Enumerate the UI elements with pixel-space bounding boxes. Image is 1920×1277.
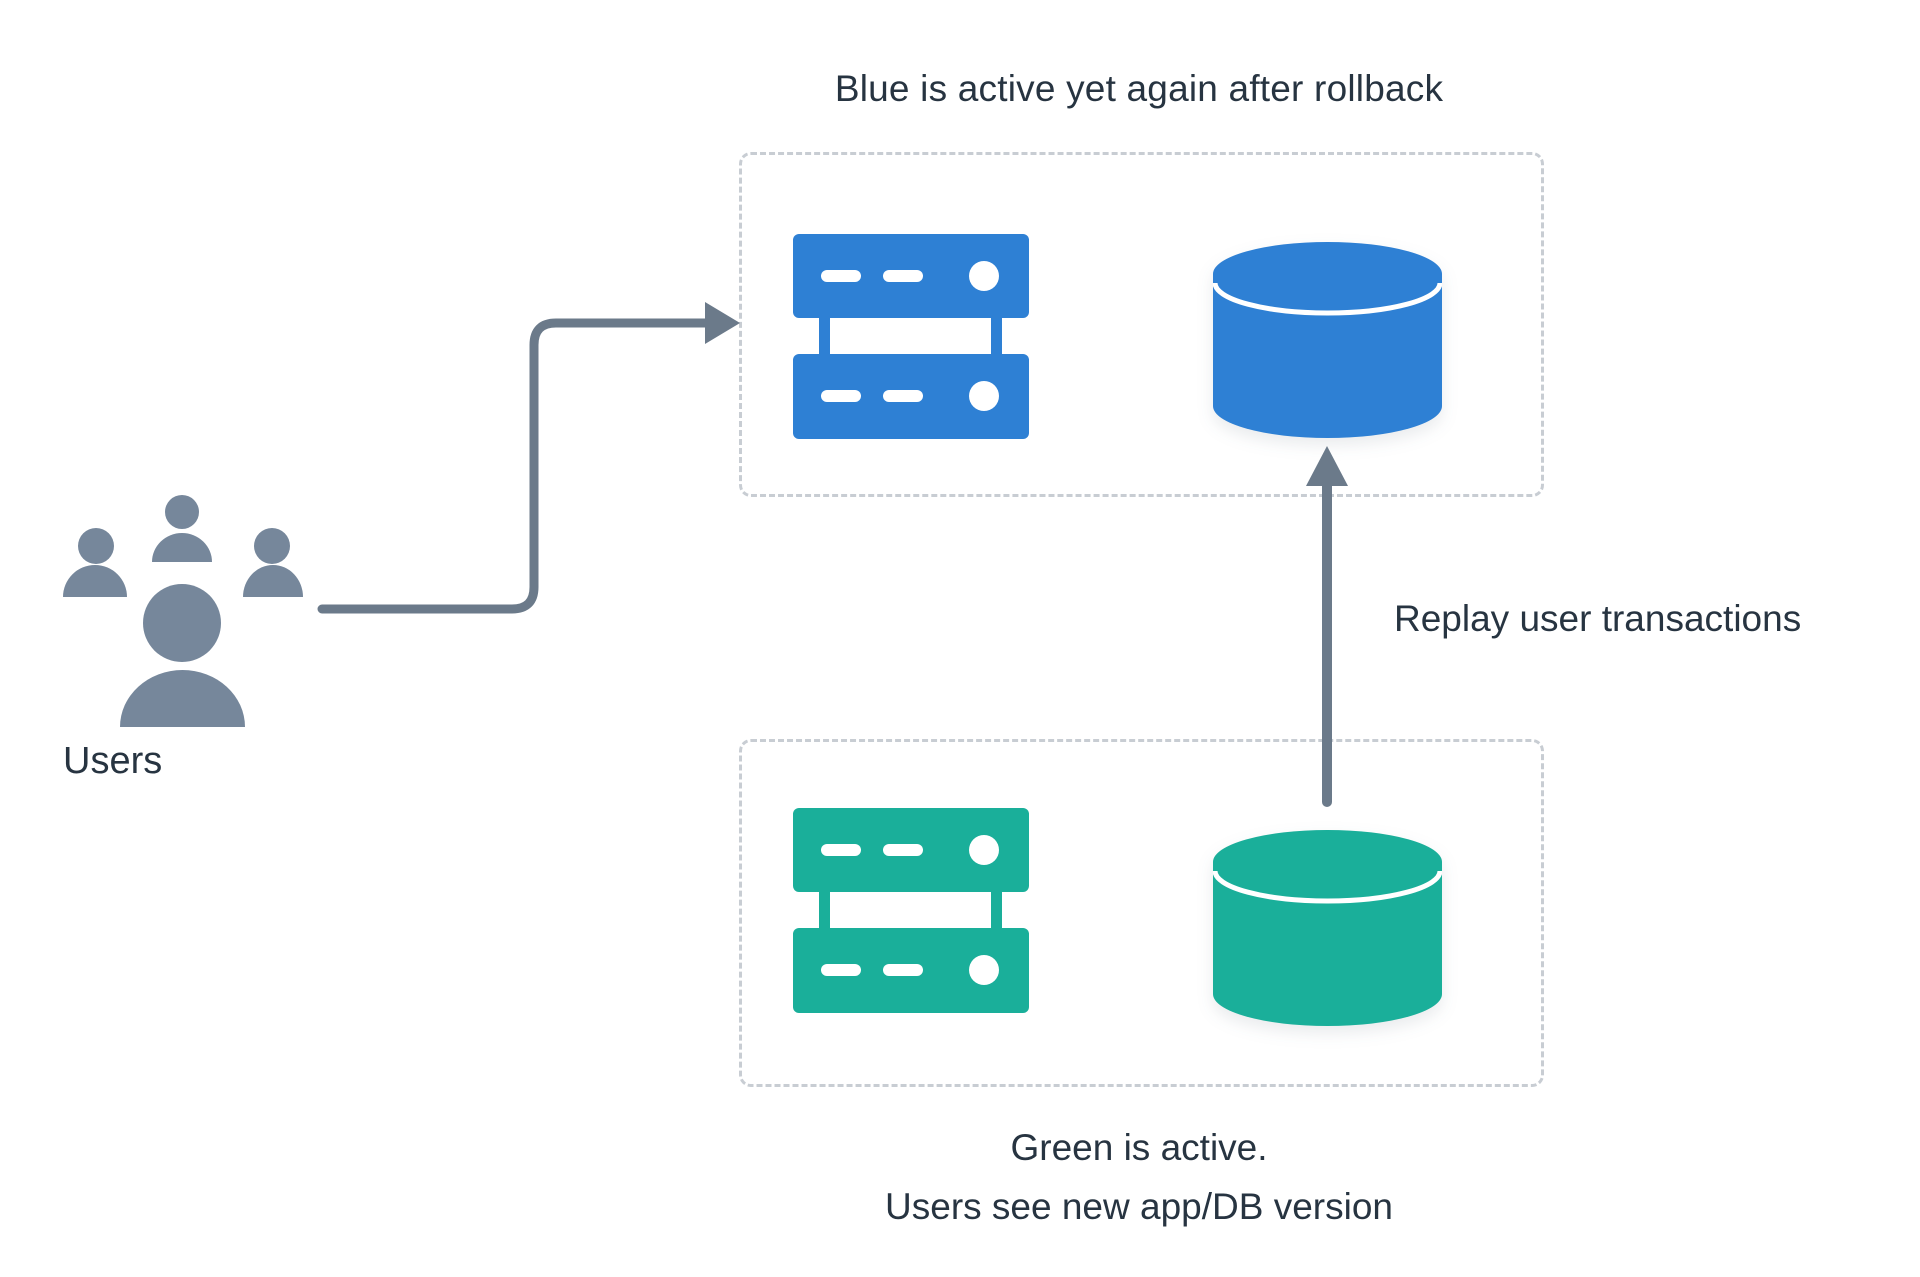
- blue-environment-title: Blue is active yet again after rollback: [834, 68, 1444, 109]
- blue-environment-box: [739, 152, 1544, 497]
- blue-database-icon: [1213, 242, 1442, 438]
- users-label: Users: [63, 740, 163, 782]
- green-server-stack-icon: [793, 808, 1029, 1013]
- green-database-icon: [1213, 830, 1442, 1026]
- replay-transactions-label: Replay user transactions: [1394, 598, 1802, 639]
- green-caption-line1: Green is active.: [1010, 1127, 1268, 1168]
- green-environment-caption: Green is active. Users see new app/DB ve…: [639, 1118, 1639, 1236]
- green-caption-line2: Users see new app/DB version: [885, 1186, 1393, 1227]
- users-to-blue-arrow: [317, 318, 713, 614]
- green-environment-box: [739, 739, 1544, 1087]
- users-to-blue-arrowhead: [705, 302, 740, 344]
- users-group-icon: [63, 495, 303, 727]
- blue-server-stack-icon: [793, 234, 1029, 439]
